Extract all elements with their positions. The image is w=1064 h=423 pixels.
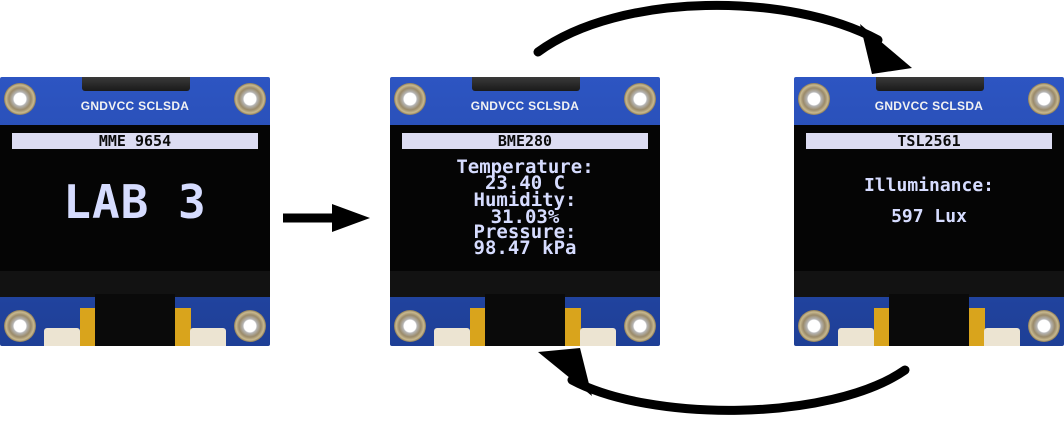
pin-header [82, 77, 190, 91]
connector [580, 328, 616, 346]
humidity-value: 31.03% [490, 206, 560, 228]
temperature-label: Temperature: [456, 156, 594, 178]
connector [44, 328, 80, 346]
connector [190, 328, 226, 346]
curved-arrow-bottom-icon [538, 348, 910, 415]
solder-pad [175, 308, 191, 346]
ribbon-cable [889, 294, 969, 346]
mounting-hole [1028, 83, 1060, 115]
mounting-hole [1028, 310, 1060, 342]
mounting-hole [234, 310, 266, 342]
mounting-hole [394, 310, 426, 342]
solder-pad [80, 308, 96, 346]
pressure-value: 98.47 kPa [473, 237, 577, 259]
screen-header: BME280 [402, 133, 648, 149]
oled-screen: TSL2561 Illuminance: 597 Lux [794, 125, 1064, 271]
screen-header: MME 9654 [12, 133, 258, 149]
connector [984, 328, 1020, 346]
connector [434, 328, 470, 346]
oled-screen: BME280 Temperature: 23.40 C Humidity: 31… [390, 125, 660, 271]
curved-arrow-top-icon [533, 0, 912, 74]
lab-title: LAB 3 [63, 175, 207, 229]
illuminance-value: 597 Lux [891, 206, 967, 227]
mounting-hole [624, 310, 656, 342]
pin-labels: GNDVCC SCLSDA [80, 99, 190, 113]
pin-header [472, 77, 580, 91]
temperature-value: 23.40 C [484, 172, 566, 194]
solder-pad [565, 308, 581, 346]
oled-module-3: GNDVCC SCLSDA TSL2561 Illuminance: 597 L… [794, 77, 1064, 346]
ribbon-cable [485, 294, 565, 346]
humidity-label: Humidity: [473, 189, 577, 211]
ribbon-cable [95, 294, 175, 346]
oled-module-1: GNDVCC SCLSDA MME 9654 LAB 3 [0, 77, 270, 346]
screen-bezel [390, 271, 660, 297]
screen-header: TSL2561 [806, 133, 1052, 149]
mounting-hole [4, 83, 36, 115]
screen-bezel [794, 271, 1064, 297]
oled-module-2: GNDVCC SCLSDA BME280 Temperature: 23.40 … [390, 77, 660, 346]
screen-bezel [0, 271, 270, 297]
mounting-hole [798, 83, 830, 115]
illuminance-label: Illuminance: [863, 175, 995, 196]
oled-screen: MME 9654 LAB 3 [0, 125, 270, 271]
pin-labels: GNDVCC SCLSDA [470, 99, 580, 113]
connector [838, 328, 874, 346]
pin-header [876, 77, 984, 91]
mounting-hole [798, 310, 830, 342]
mounting-hole [234, 83, 266, 115]
pin-labels: GNDVCC SCLSDA [874, 99, 984, 113]
right-arrow-icon [283, 204, 370, 232]
mounting-hole [4, 310, 36, 342]
solder-pad [969, 308, 985, 346]
solder-pad [470, 308, 486, 346]
mounting-hole [394, 83, 426, 115]
solder-pad [874, 308, 890, 346]
mounting-hole [624, 83, 656, 115]
pressure-label: Pressure: [473, 221, 577, 243]
